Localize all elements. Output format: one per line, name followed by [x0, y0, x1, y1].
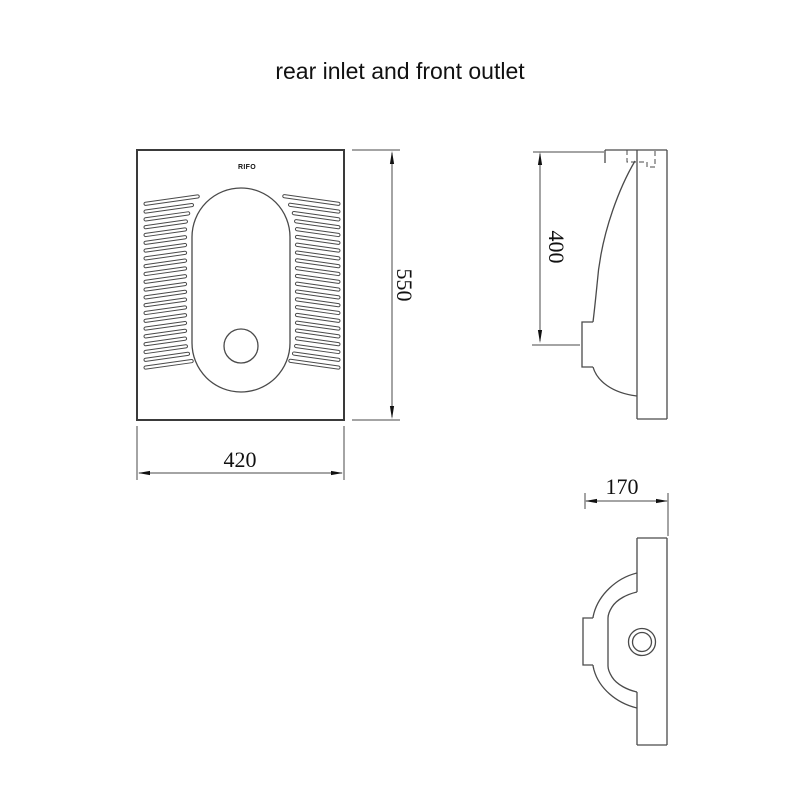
outlet-hole [223, 328, 259, 364]
brand-logo: RIFO [238, 164, 256, 171]
tread-rib [294, 266, 341, 277]
tread-rib [143, 328, 188, 339]
tread-rib [143, 289, 188, 300]
tread-rib [291, 211, 341, 222]
dimension-400: 400 [532, 151, 604, 346]
basin-oval [191, 187, 291, 393]
extension-lines [352, 149, 400, 421]
tread-rib [294, 242, 341, 253]
top-view: RIFO [136, 149, 345, 421]
bowl-bottom-curve [592, 366, 638, 397]
tread-rib [143, 211, 191, 222]
tread-rib [294, 258, 341, 269]
tread-rib [143, 194, 200, 206]
tread-rib [143, 242, 188, 253]
front-view [582, 537, 668, 746]
page-title: rear inlet and front outlet [275, 58, 525, 84]
side-view [581, 149, 668, 420]
tread-rib [143, 320, 188, 331]
left-tread-ribs [143, 194, 200, 370]
dome-upper-curve [592, 572, 638, 619]
tread-rib [288, 358, 341, 370]
arrow-right-icon [331, 470, 343, 476]
tread-rib [143, 202, 195, 214]
tread-rib [143, 258, 188, 269]
tread-rib [143, 351, 191, 362]
arrow-up-icon [537, 152, 543, 165]
extension-lines [532, 151, 604, 346]
right-tread-ribs [282, 194, 341, 370]
arrow-right-icon [656, 498, 668, 504]
tread-rib [143, 219, 188, 230]
outlet-spout-end [582, 617, 593, 666]
body-slab [636, 537, 668, 746]
tread-rib [143, 235, 188, 245]
front-outlet-spout [581, 321, 593, 368]
tread-rib [294, 273, 341, 284]
arrow-down-icon [389, 406, 395, 419]
rear-slab [636, 150, 668, 420]
arrow-down-icon [537, 330, 543, 343]
tread-rib [291, 351, 341, 362]
arrow-left-icon [585, 498, 597, 504]
dimension-550: 550 [352, 149, 417, 421]
tread-rib [143, 359, 194, 370]
arrow-up-icon [389, 151, 395, 164]
extension-lines [584, 493, 669, 536]
dim-label-bowl-height: 400 [544, 231, 569, 264]
tread-rib [143, 344, 188, 355]
tread-rib [294, 227, 341, 238]
tread-rib [143, 266, 188, 277]
dim-label-depth: 170 [606, 474, 639, 499]
tread-rib [294, 312, 341, 323]
tread-rib [143, 274, 188, 284]
tread-rib [294, 320, 341, 331]
tread-rib [143, 281, 188, 292]
tread-rib [143, 227, 188, 238]
tread-rib [294, 219, 341, 230]
tread-rib [294, 234, 341, 245]
dim-label-width: 420 [224, 447, 257, 472]
tread-rib [287, 202, 341, 214]
tread-rib [143, 336, 188, 347]
extension-lines [136, 426, 345, 480]
dome-lower-curve [592, 664, 638, 709]
hidden-rear-inlet [626, 150, 656, 168]
tread-rib [143, 305, 188, 316]
tread-rib [294, 297, 341, 308]
tread-rib [282, 194, 341, 206]
tread-rib [143, 297, 188, 308]
tread-rib [143, 250, 188, 261]
tread-rib [294, 343, 341, 355]
tread-rib [294, 305, 341, 316]
inlet-hole-inner [631, 631, 653, 653]
tread-rib [143, 313, 188, 323]
dome-inner-step [607, 591, 638, 693]
dim-label-height: 550 [392, 269, 417, 302]
dimension-170: 170 [584, 474, 669, 536]
tread-rib [294, 289, 341, 300]
dimension-420: 420 [136, 426, 345, 480]
arrow-left-icon [138, 470, 150, 476]
bowl-profile-curve [592, 160, 636, 323]
tread-rib [294, 336, 341, 347]
tread-rib [294, 250, 341, 261]
tread-rib [294, 328, 341, 339]
tread-rib [294, 281, 341, 292]
